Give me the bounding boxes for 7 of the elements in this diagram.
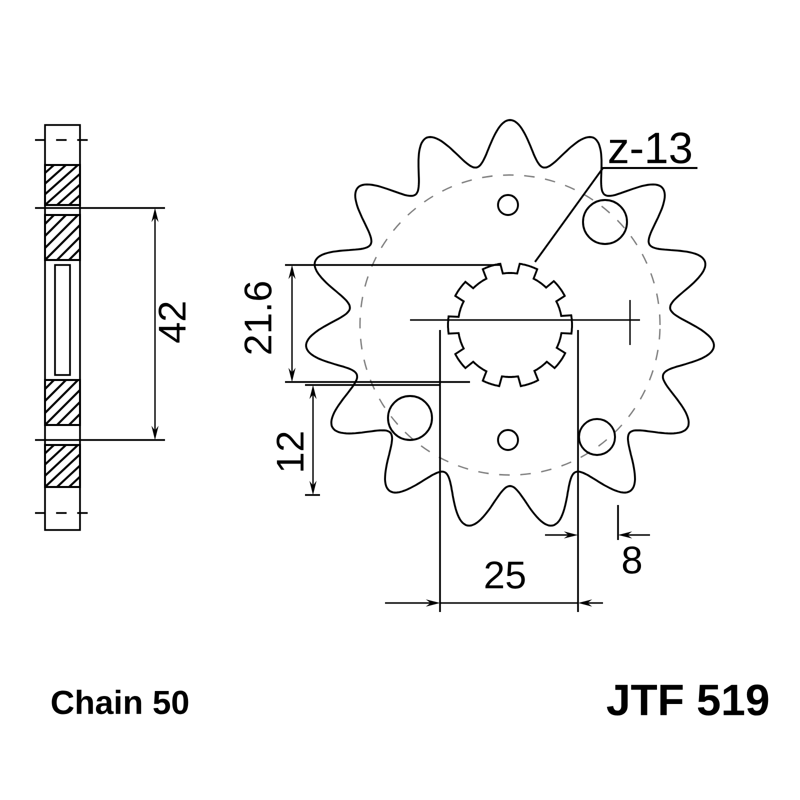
dimension-text: 25 [485, 561, 525, 589]
dimension-text: 42 [158, 302, 186, 343]
chain-text: Chain 50 [52, 690, 188, 714]
callout-text: z-13 [609, 132, 691, 164]
leader-line [534, 167, 698, 263]
part-number: JTF 519 [606, 684, 768, 716]
sprocket-drawing [305, 119, 715, 527]
